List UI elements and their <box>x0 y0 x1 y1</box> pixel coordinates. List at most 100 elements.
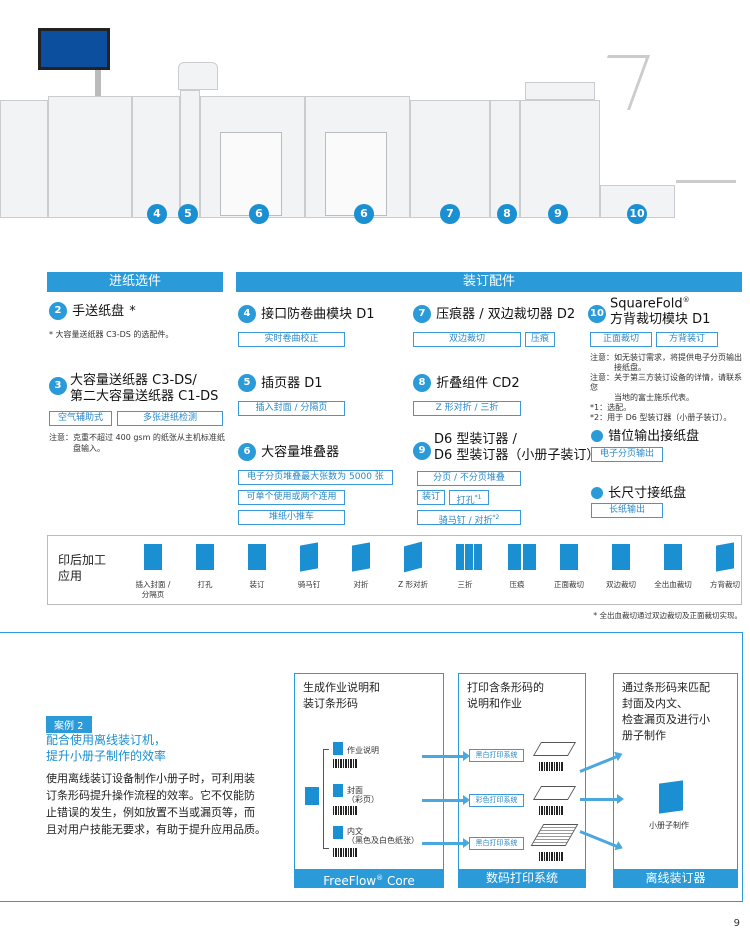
body-line-3: 止错误的发生，例如放置不当或漏页等，而 <box>46 806 255 819</box>
callout-6a: 6 <box>249 204 269 224</box>
label-line-1: 封面 <box>347 786 363 795</box>
arrow-right <box>422 838 470 848</box>
tag-crease: 压痕 <box>525 332 555 347</box>
finishing-title: 印后加工 应用 <box>58 552 106 584</box>
tag-face-trim: 正面裁切 <box>590 332 652 347</box>
note-2: 注意：关于第三方装订设备的详情，请联系您 <box>590 373 742 392</box>
stacker-1-door <box>220 132 282 216</box>
module-booklet <box>520 100 600 218</box>
callout-8: 8 <box>497 204 517 224</box>
saddle-stitch-icon <box>300 542 318 572</box>
title-line-1: 通过条形码来匹配 <box>622 681 710 694</box>
staple-icon <box>248 544 266 570</box>
finishing-footnote: * 全出血裁切通过双边裁切及正面裁切实现。 <box>593 611 742 620</box>
tag-punch: 打孔*1 <box>449 490 489 506</box>
item-title: 接口防卷曲模块 D1 <box>261 307 375 322</box>
output-trays <box>587 55 651 110</box>
tag-staple: 装订 <box>417 490 445 505</box>
title-line-4: 册子制作 <box>622 729 666 742</box>
punch-icon <box>196 544 214 570</box>
paper-stack-icon <box>532 742 577 756</box>
title-line-1: 生成作业说明和 <box>303 681 380 694</box>
arrow-right <box>422 751 470 761</box>
finishing-label: 打孔 <box>197 580 213 589</box>
item-title: 长尺寸接纸盘 <box>608 486 687 501</box>
brand-reg: ® <box>682 296 690 304</box>
item-8: 8 折叠组件 CD2 <box>413 372 520 392</box>
tag-saddle-stitch: 骑马钉 / 对折*2 <box>417 510 521 526</box>
inserter-tray <box>178 62 218 90</box>
barcode-icon <box>539 762 563 771</box>
cover-doc-icon <box>333 784 343 797</box>
doc-label-2: 封面 （彩页） <box>347 786 379 804</box>
barcode-icon <box>539 852 563 861</box>
content-doc-icon <box>333 826 343 839</box>
title-line-2: 应用 <box>58 569 83 583</box>
finishing-label: Z 形对折 <box>397 580 429 589</box>
brand: SquareFold <box>610 296 683 312</box>
item-3-note: 注意：克重不超过 400 gsm 的纸张从主机标准纸 盘输入。 <box>49 432 225 454</box>
panel-bar: 数码打印系统 <box>459 869 585 887</box>
callout-5: 5 <box>178 204 198 224</box>
item-title: 插页器 D1 <box>261 376 323 391</box>
num-badge: 4 <box>238 304 256 323</box>
module-inserter <box>180 90 200 218</box>
module-feeder <box>48 96 132 218</box>
two-sided-trim-icon <box>612 544 630 570</box>
doc-label-1: 作业说明 <box>347 746 379 755</box>
product-photo: 4 5 6 6 7 8 9 10 <box>0 0 750 240</box>
item-3: 3 <box>49 375 67 395</box>
bind-header: 装订配件 <box>236 272 742 292</box>
num-badge: 5 <box>238 373 256 392</box>
tag-long-output: 长纸输出 <box>591 503 663 518</box>
item-2-note: * 大容量送纸器 C3-DS 的选配件。 <box>49 330 174 339</box>
case-label: 案例 2 <box>46 716 92 733</box>
finishing-label: 压痕 <box>509 580 525 589</box>
panel-freeflow: 生成作业说明和 装订条形码 作业说明 封面 （彩页） 内文 （黑色及白色纸张） … <box>294 673 444 888</box>
note-3: *1：选配。 <box>590 403 632 412</box>
item-5: 5 插页器 D1 <box>238 372 323 392</box>
feed-header: 进纸选件 <box>47 272 223 292</box>
tag-curl-correction: 实时卷曲校正 <box>238 332 345 347</box>
note-4: *2：用于 D6 型装订器（小册子装订）。 <box>590 413 732 422</box>
callout-7: 7 <box>440 204 460 224</box>
bullet-dot <box>591 486 603 499</box>
item-10: 10 <box>588 303 606 323</box>
callout-10: 10 <box>627 204 647 224</box>
label-line-1: 内文 <box>347 827 363 836</box>
arrow-right <box>422 795 470 805</box>
bullet-dot <box>591 429 603 442</box>
bar-reg: ® <box>376 874 384 882</box>
label-line-2: （彩页） <box>347 795 379 804</box>
document-icon <box>305 787 319 805</box>
tag-sup: *1 <box>474 494 482 501</box>
num-badge: 2 <box>49 301 67 320</box>
num-badge: 8 <box>413 373 431 392</box>
system-bw-2: 黑白打印系统 <box>469 837 524 850</box>
title-line-2: 封面及内文、 <box>622 697 688 710</box>
tag-single-or-dual: 可单个使用或两个连用 <box>238 490 345 505</box>
title-line-2: 提升小册子制作的效率 <box>46 749 167 763</box>
booklet-label: 小册子制作 <box>649 821 689 830</box>
tag-stack-5000: 电子分页堆叠最大张数为 5000 张 <box>238 470 393 485</box>
body-line-4: 且对用户技能无要求，有助于提升应用品质。 <box>46 823 266 836</box>
page-number: 9 <box>733 918 740 929</box>
tag-text: 打孔 <box>456 496 475 506</box>
item-7: 7 压痕器 / 双边裁切器 D2 <box>413 303 575 323</box>
tag-multi-feed: 多张进纸检测 <box>117 411 223 426</box>
tag-z-fold: Z 形对折 / 三折 <box>413 401 521 416</box>
booklet-icon <box>659 780 683 814</box>
title-line-2: D6 型装订器（小册子装订） <box>434 448 600 463</box>
long-tray-item: 长尺寸接纸盘 <box>591 482 686 501</box>
bi-fold-icon <box>352 542 370 572</box>
barcode-icon <box>333 806 357 815</box>
body-line-1: 使用离线装订设备制作小册子时，可利用装 <box>46 772 255 785</box>
item-title: 折叠组件 CD2 <box>436 376 520 391</box>
tag-air-assist: 空气辅助式 <box>49 411 112 426</box>
insert-cover-icon <box>144 544 162 570</box>
title-line-1: 打印含条形码的 <box>467 681 544 694</box>
booklet-top <box>525 82 595 100</box>
finishing-label: 骑马钉 <box>297 580 321 589</box>
num-badge: 10 <box>588 304 606 323</box>
